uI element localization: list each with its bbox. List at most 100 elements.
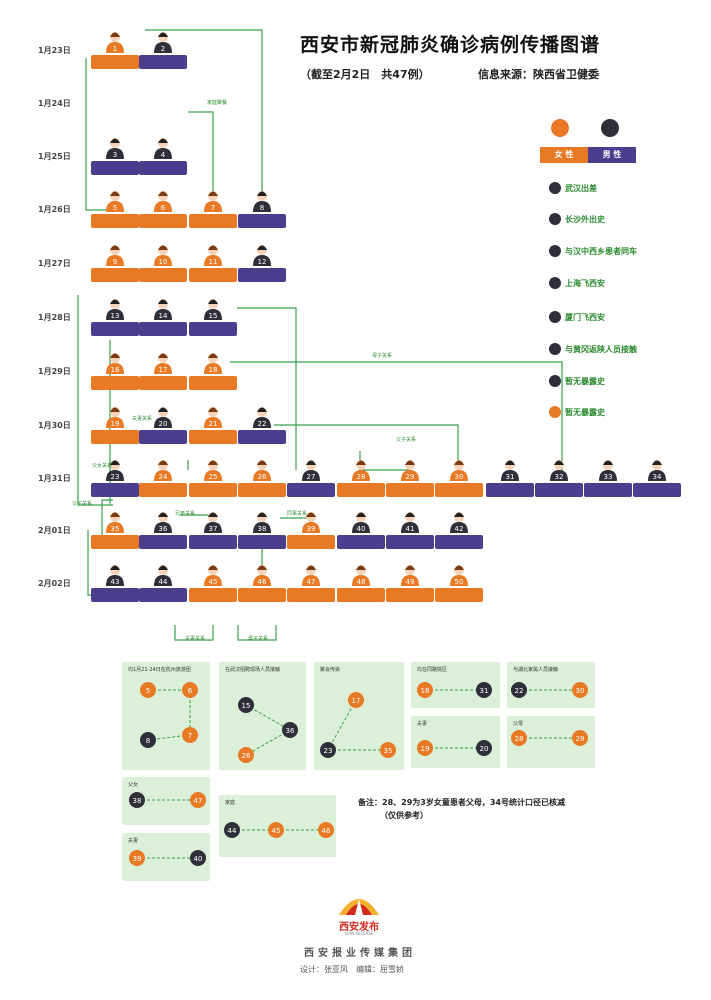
- person-hair-icon: [110, 565, 120, 570]
- case-number: 6: [161, 204, 166, 212]
- person-body-icon: [106, 522, 124, 533]
- person-hair-icon: [110, 245, 120, 250]
- legend-female: 女 性: [540, 147, 588, 163]
- cluster-person-icon: [511, 730, 527, 746]
- cluster-case-number: 5: [146, 687, 150, 695]
- case-number: 5: [113, 204, 117, 212]
- person-body-icon: [154, 255, 172, 266]
- cluster-case-number: 23: [324, 747, 333, 755]
- case-9-node: 9: [106, 245, 124, 266]
- cluster-case-number: 15: [242, 702, 251, 710]
- legend-marker-icon: [549, 245, 561, 257]
- case-number: 46: [258, 578, 267, 586]
- cluster-person-icon: [182, 682, 198, 698]
- person-hair-icon: [405, 460, 415, 465]
- transmission-link: [77, 295, 113, 506]
- case-31-info-box: [486, 483, 534, 497]
- data-source: 信息来源：陕西省卫健委: [478, 68, 599, 81]
- person-body-icon: [106, 201, 124, 212]
- case-6-node: 6: [154, 191, 172, 212]
- case-22-node: 22: [253, 407, 271, 428]
- logo-subtitle: XIAN RELEASE: [344, 931, 374, 936]
- legend-marker-icon: [549, 182, 561, 194]
- case-14-node: 14: [154, 299, 172, 320]
- person-body-icon: [204, 575, 222, 586]
- case-number: 25: [209, 473, 218, 481]
- case-number: 50: [455, 578, 464, 586]
- case-number: 16: [111, 366, 120, 374]
- case-13-node: 13: [106, 299, 124, 320]
- legend-person-icon: [601, 119, 619, 137]
- person-body-icon: [302, 470, 320, 481]
- date-label: 1月24日: [38, 99, 71, 108]
- person-hair-icon: [110, 353, 120, 358]
- cluster-person-icon: [129, 792, 145, 808]
- person-hair-icon: [158, 353, 168, 358]
- cluster-case-number: 7: [188, 732, 192, 740]
- legend-marker-icon: [549, 375, 561, 387]
- cluster-title: 父女: [128, 781, 138, 788]
- case-43-node: 43: [106, 565, 124, 586]
- credits: 设计：张亚风 编辑：屈雪娇: [300, 965, 404, 974]
- case-22-info-box: [238, 430, 286, 444]
- transmission-link: [174, 625, 214, 641]
- person-hair-icon: [454, 460, 464, 465]
- case-39-info-box: [287, 535, 335, 549]
- legend-item: 暂无暴露史: [565, 377, 605, 386]
- person-hair-icon: [158, 407, 168, 412]
- cluster-person-icon: [318, 822, 334, 838]
- case-36-node: 36: [154, 512, 172, 533]
- cluster-title: 家庭: [225, 799, 235, 806]
- person-body-icon: [204, 309, 222, 320]
- case-38-info-box: [238, 535, 286, 549]
- case-40-info-box: [337, 535, 385, 549]
- case-number: 3: [113, 151, 117, 159]
- cluster-person-icon: [238, 697, 254, 713]
- case-42-info-box: [435, 535, 483, 549]
- case-34-info-box: [633, 483, 681, 497]
- case-37-node: 37: [204, 512, 222, 533]
- case-number: 35: [111, 525, 120, 533]
- cluster-case-number: 6: [188, 687, 193, 695]
- person-hair-icon: [356, 512, 366, 517]
- logo-name: 西安发布: [339, 922, 379, 933]
- case-number: 47: [307, 578, 316, 586]
- person-hair-icon: [208, 565, 218, 570]
- cluster-person-icon: [417, 682, 433, 698]
- case-number: 34: [653, 473, 662, 481]
- case-number: 48: [357, 578, 366, 586]
- case-12-info-box: [238, 268, 286, 282]
- person-body-icon: [106, 42, 124, 53]
- person-body-icon: [154, 148, 172, 159]
- person-body-icon: [450, 522, 468, 533]
- case-number: 27: [307, 473, 316, 481]
- cluster-title: 父母: [513, 721, 523, 727]
- case-33-node: 33: [599, 460, 617, 481]
- case-48-node: 48: [352, 565, 370, 586]
- case-14-info-box: [139, 322, 187, 336]
- person-body-icon: [352, 522, 370, 533]
- cluster-case-number: 45: [272, 827, 281, 835]
- case-28-info-box: [337, 483, 385, 497]
- person-body-icon: [154, 309, 172, 320]
- date-label: 1月23日: [38, 46, 71, 55]
- person-hair-icon: [257, 407, 267, 412]
- person-hair-icon: [110, 512, 120, 517]
- case-3-info-box: [91, 161, 139, 175]
- case-26-info-box: [238, 483, 286, 497]
- case-31-node: 31: [501, 460, 519, 481]
- person-hair-icon: [110, 138, 120, 143]
- case-number: 17: [159, 366, 168, 374]
- legend-item: 长沙外出史: [565, 215, 605, 224]
- person-body-icon: [253, 575, 271, 586]
- case-11-info-box: [189, 268, 237, 282]
- case-20-info-box: [139, 430, 187, 444]
- person-hair-icon: [306, 565, 316, 570]
- case-number: 42: [455, 525, 464, 533]
- person-body-icon: [450, 575, 468, 586]
- case-20-node: 20: [154, 407, 172, 428]
- cluster-person-icon: [140, 732, 156, 748]
- case-10-node: 10: [154, 245, 172, 266]
- case-13-info-box: [91, 322, 139, 336]
- person-hair-icon: [158, 138, 168, 143]
